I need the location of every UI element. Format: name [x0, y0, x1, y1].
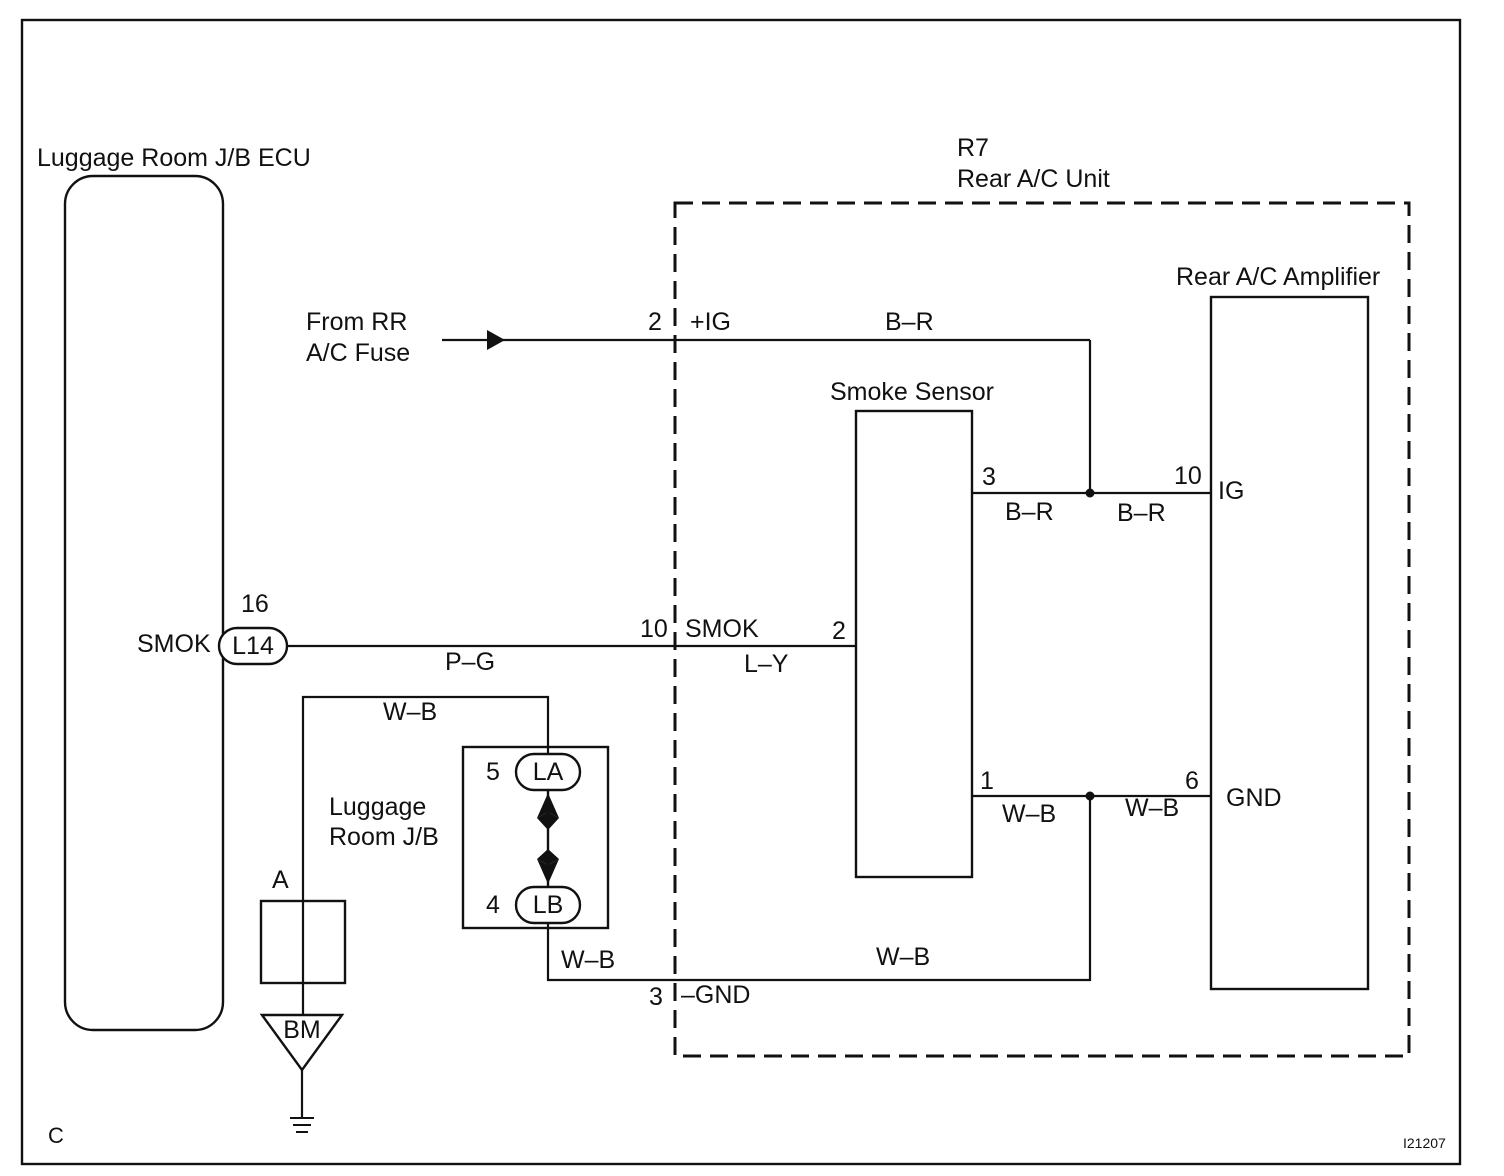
ecu-pin-number: 16: [241, 590, 269, 618]
unit-code: R7: [957, 134, 989, 162]
ground-point-label: BM: [283, 1016, 321, 1044]
amplifier-body: [1209, 295, 1370, 991]
ecu-title: Luggage Room J/B ECU: [37, 144, 311, 172]
rear-ac-unit-boundary: [673, 201, 1411, 1058]
unit-smok-pin: 10: [640, 615, 668, 643]
ecu-signal-label: SMOK: [137, 630, 211, 658]
smoke-sensor-title: Smoke Sensor: [830, 378, 994, 406]
sensor-pin-signal: 2: [832, 617, 846, 645]
wire-color-smok-unit: L–Y: [744, 650, 789, 678]
wire-color-sensor-ig: B–R: [1005, 498, 1054, 526]
unit-ig-pin: 2: [648, 308, 662, 336]
fuse-source-line1: From RR: [306, 308, 407, 336]
unit-ig-name: +IG: [690, 308, 731, 336]
feed-arrow-icon: [487, 330, 505, 350]
diagram-frame: [20, 18, 1462, 1166]
sensor-pin-ig: 3: [982, 463, 996, 491]
amplifier-gnd-pin: 6: [1185, 767, 1199, 795]
jb-link-arrow-down-notch-icon: [537, 849, 559, 865]
ground-wire-jb-top: [301, 695, 550, 1015]
ground-connector-label: A: [272, 866, 289, 894]
ecu-body: [63, 174, 225, 1032]
wire-color-gnd-jb-bottom: W–B: [561, 946, 615, 974]
wire-color-sensor-gnd: W–B: [1002, 800, 1056, 828]
jb-link-arrow-up-notch-icon: [537, 812, 559, 830]
unit-smok-name: SMOK: [685, 615, 759, 643]
wire-color-smok-ecu: P–G: [445, 648, 495, 676]
jb-link-arrow-up-icon: [537, 793, 559, 818]
ground-connector-box: [259, 899, 347, 985]
wire-color-gnd-unit: W–B: [876, 943, 930, 971]
unit-gnd-pin: 3: [649, 983, 663, 1011]
figure-id: I21207: [1403, 1135, 1446, 1151]
amplifier-ig-pin: 10: [1174, 462, 1202, 490]
sensor-pin-gnd: 1: [980, 767, 994, 795]
corner-letter: C: [48, 1123, 64, 1148]
amplifier-gnd-name: GND: [1226, 784, 1282, 812]
jb-name-line1: Luggage: [329, 793, 426, 821]
jb-la-name: LA: [533, 758, 564, 786]
amplifier-ig-name: IG: [1218, 477, 1244, 505]
ig-splice-dot: [1085, 488, 1095, 498]
amplifier-title: Rear A/C Amplifier: [1176, 263, 1380, 291]
unit-gnd-name: –GND: [681, 981, 750, 1009]
jb-lb-name: LB: [533, 891, 564, 919]
jb-name-line2: Room J/B: [329, 823, 439, 851]
unit-name: Rear A/C Unit: [957, 165, 1110, 193]
ground-point-triangle: [259, 1013, 345, 1073]
wire-color-ig-feed: B–R: [885, 308, 934, 336]
ground-wire-jb-bottom: [546, 796, 1092, 982]
wire-color-amp-gnd: W–B: [1125, 794, 1179, 822]
jb-la-pin: 5: [486, 758, 500, 786]
jb-link-arrow-down-icon: [537, 859, 559, 884]
gnd-splice-dot: [1085, 791, 1095, 801]
fuse-source-line2: A/C Fuse: [306, 339, 410, 367]
wire-color-amp-ig: B–R: [1117, 499, 1166, 527]
jb-lb-pin: 4: [486, 891, 500, 919]
ecu-connector-id: L14: [232, 632, 274, 660]
smoke-sensor-body: [854, 409, 974, 879]
wire-color-gnd-jb-top: W–B: [383, 698, 437, 726]
jb-body: [461, 745, 610, 930]
